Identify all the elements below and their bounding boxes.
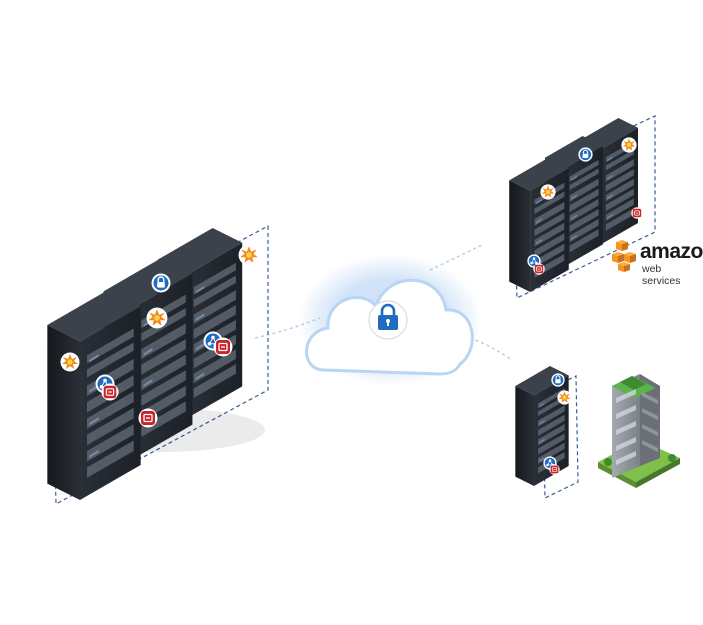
aws-rack-group [509,115,656,299]
firewall-icon-1 [60,352,80,372]
aws-firewall-icon-1 [540,184,556,200]
alert-icon-3 [138,408,158,428]
alert-icon-2 [213,337,233,357]
office-alert-icon [549,464,560,475]
firewall-icon-2 [146,307,168,329]
server-rack-1 [47,290,141,500]
firewall-icon-3 [238,244,260,266]
aws-cubes-icon [612,240,636,272]
office-lock-icon [551,373,565,387]
cloud [298,254,482,386]
aws-firewall-icon-2 [621,137,637,153]
office-site [515,366,680,499]
office-firewall-icon [557,390,572,405]
aws-lock-icon [578,147,593,162]
aws-alert-icon-2 [631,207,643,219]
aws-wordmark: amazon [640,240,703,263]
link-cloud-office [469,337,513,361]
aws-subtitle: web services [642,263,681,287]
lock-icon-1 [151,273,171,293]
aws-logo: amazon web services [612,236,703,287]
aws-alert-icon-1 [533,263,545,275]
padlock-icon [368,300,408,340]
alert-icon-1 [101,383,119,401]
office-building [598,374,680,488]
datacenter-rack-group [47,224,269,505]
